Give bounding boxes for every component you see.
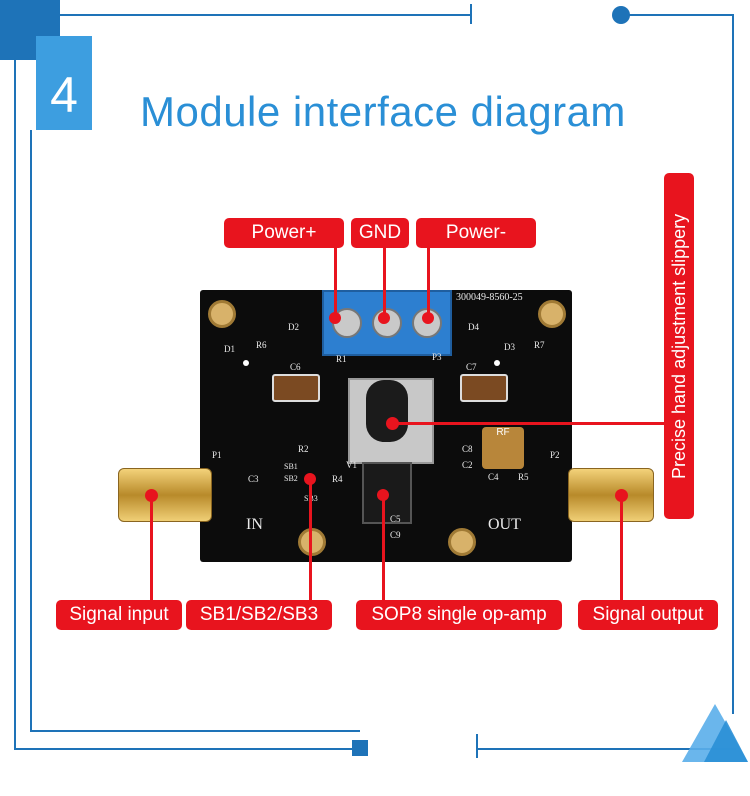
silk-c4: C4 [488, 472, 499, 482]
silk-d2: D2 [288, 322, 299, 332]
pointer-dot-icon [145, 489, 158, 502]
frame-bottom-square-icon [352, 740, 368, 756]
silk-v1: V1 [346, 460, 357, 470]
silk-d3: D3 [504, 342, 515, 352]
label-sop8: SOP8 single op-amp [356, 600, 562, 630]
silk-d1: D1 [224, 344, 235, 354]
label-power-minus: Power- [416, 218, 536, 248]
frame-dot-icon [612, 6, 630, 24]
pointer-dot-icon [329, 312, 341, 324]
rf-text: RF [496, 427, 510, 438]
label-sb: SB1/SB2/SB3 [186, 600, 332, 630]
frame-bottom-line [14, 748, 354, 750]
silk-sb2: SB2 [284, 474, 298, 483]
frame-left-line [14, 60, 16, 748]
frame-bottom-right-line [476, 748, 736, 750]
pointer-dot-icon [378, 312, 390, 324]
mount-hole-icon [538, 300, 566, 328]
silk-c3: C3 [248, 474, 259, 484]
silk-c6: C6 [290, 362, 301, 372]
label-power-plus: Power+ [224, 218, 344, 248]
frame-left-inner-line [30, 130, 32, 730]
silk-r6: R6 [256, 340, 267, 350]
label-precise-adjustment: Precise hand adjustment slippery [664, 173, 694, 519]
frame-bottom-tick [476, 734, 478, 758]
sma-input-connector [118, 468, 212, 522]
page-title: Module interface diagram [140, 88, 626, 135]
capacitor-c7 [460, 374, 508, 402]
silk-c9: C9 [390, 530, 401, 540]
label-signal-output: Signal output [578, 600, 718, 630]
wire-power-plus [334, 246, 337, 316]
silk-part-number: 300049-8560-25 [456, 292, 523, 303]
wire-power-minus [427, 246, 430, 316]
pointer-dot-icon [422, 312, 434, 324]
mount-hole-icon [208, 300, 236, 328]
frame-bottom-inner-line [30, 730, 360, 732]
led-d3-icon [494, 360, 500, 366]
pointer-dot-icon [386, 417, 399, 430]
silk-r7: R7 [534, 340, 545, 350]
pointer-dot-icon [377, 489, 389, 501]
potentiometer-knob-icon [366, 380, 408, 442]
silk-r2: R2 [298, 444, 309, 454]
frame-right-line [732, 14, 734, 714]
silk-r5: R5 [518, 472, 529, 482]
silk-c2: C2 [462, 460, 473, 470]
led-d1-icon [243, 360, 249, 366]
wire-sop8 [382, 494, 385, 600]
wire-signal-output [620, 494, 623, 600]
wire-precise [392, 422, 666, 425]
wire-signal-input [150, 494, 153, 600]
mount-hole-icon [448, 528, 476, 556]
silk-p2: P2 [550, 450, 560, 460]
silk-c8: C8 [462, 444, 473, 454]
silk-p3: P3 [432, 352, 442, 362]
capacitor-c6 [272, 374, 320, 402]
badge-front-top [36, 36, 92, 60]
silk-p1: P1 [212, 450, 222, 460]
silk-r4: R4 [332, 474, 343, 484]
silk-r1: R1 [336, 354, 347, 364]
label-signal-input: Signal input [56, 600, 182, 630]
silk-sb1: SB1 [284, 462, 298, 471]
silk-out: OUT [488, 516, 521, 533]
silk-c5: C5 [390, 514, 401, 524]
pointer-dot-icon [615, 489, 628, 502]
sma-output-connector [568, 468, 654, 522]
frame-top-right-line [622, 14, 734, 16]
frame-top-tick [470, 4, 472, 24]
triangle-icon [682, 704, 748, 762]
frame-top-line [60, 14, 472, 16]
pointer-dot-icon [304, 473, 316, 485]
wire-sb [309, 478, 312, 600]
rf-logo: RF [482, 427, 524, 469]
section-number-badge: 4 [36, 60, 92, 130]
mount-hole-icon [298, 528, 326, 556]
label-gnd: GND [351, 218, 409, 248]
silk-in: IN [246, 516, 263, 533]
wire-gnd [383, 246, 386, 316]
silk-d4: D4 [468, 322, 479, 332]
silk-c7: C7 [466, 362, 477, 372]
